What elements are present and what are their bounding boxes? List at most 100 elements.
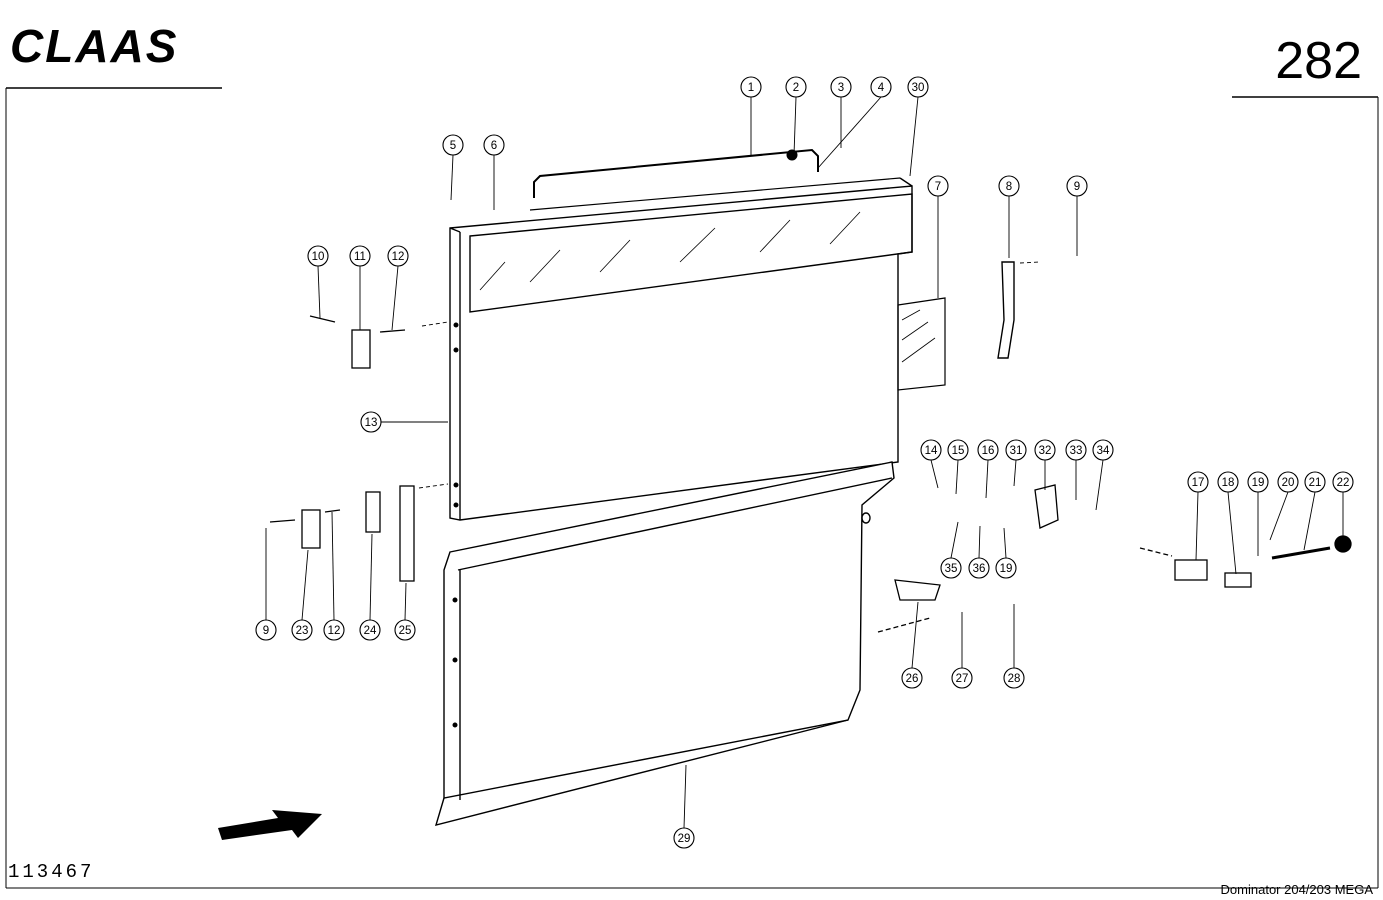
callout-31: 31	[1005, 439, 1027, 461]
callout-circle	[1187, 471, 1209, 493]
window-glass-hatch	[479, 211, 861, 291]
callout-14: 14	[920, 439, 942, 461]
callout-label: 13	[365, 417, 378, 429]
callout-29: 29	[673, 827, 695, 849]
callout-label: 17	[1192, 477, 1205, 489]
callout-circle	[349, 245, 371, 267]
callout-label: 12	[392, 251, 405, 263]
callout-12: 12	[323, 619, 345, 641]
latch-parts	[877, 484, 1352, 633]
callout-35: 35	[940, 557, 962, 579]
callout-22: 22	[1332, 471, 1354, 493]
callout-label: 4	[878, 82, 885, 94]
callout-circle	[901, 667, 923, 689]
callout-circle	[1092, 439, 1114, 461]
callout-34: 34	[1092, 439, 1114, 461]
callout-8: 8	[998, 175, 1020, 197]
callout-label: 24	[364, 625, 377, 637]
callout-circle	[995, 557, 1017, 579]
callout-circle	[1277, 471, 1299, 493]
callout-25: 25	[394, 619, 416, 641]
callout-label: 11	[354, 251, 366, 263]
callout-circle	[387, 245, 409, 267]
callout-9: 9	[1066, 175, 1088, 197]
callout-12: 12	[387, 245, 409, 267]
callout-label: 32	[1039, 445, 1052, 457]
callout-label: 10	[312, 251, 325, 263]
callout-label: 19	[1252, 477, 1265, 489]
callout-32: 32	[1034, 439, 1056, 461]
callout-circle	[830, 76, 852, 98]
callout-circle	[1304, 471, 1326, 493]
callout-10: 10	[307, 245, 329, 267]
callout-circle	[394, 619, 416, 641]
callout-circle	[907, 76, 929, 98]
callout-circle	[1332, 471, 1354, 493]
callout-circle	[1005, 439, 1027, 461]
direction-arrow-icon	[218, 810, 322, 840]
callout-circle	[291, 619, 313, 641]
callout-label: 9	[263, 625, 269, 637]
callout-circle	[998, 175, 1020, 197]
callout-label: 28	[1008, 673, 1021, 685]
callout-13: 13	[360, 411, 382, 433]
callout-circle	[360, 411, 382, 433]
callout-circle	[673, 827, 695, 849]
callout-circle	[1003, 667, 1025, 689]
callout-label: 25	[399, 625, 412, 637]
callout-label: 31	[1010, 445, 1023, 457]
upper-door-panel	[449, 177, 913, 521]
callout-label: 14	[925, 445, 938, 457]
page-frame	[5, 87, 1379, 889]
callout-2: 2	[785, 76, 807, 98]
callout-30: 30	[907, 76, 929, 98]
callout-circle	[1247, 471, 1269, 493]
page-number: 282	[1275, 32, 1362, 90]
handle-rod	[533, 148, 819, 198]
callout-label: 1	[748, 82, 754, 94]
callout-circle	[442, 134, 464, 156]
callout-circle	[785, 76, 807, 98]
callout-label: 19	[1000, 563, 1013, 575]
callout-circle	[1034, 439, 1056, 461]
callout-36: 36	[968, 557, 990, 579]
callout-circle	[870, 76, 892, 98]
callout-label: 2	[793, 82, 799, 94]
callout-label: 33	[1070, 445, 1083, 457]
callout-circle	[1065, 439, 1087, 461]
callout-label: 34	[1097, 445, 1110, 457]
callout-20: 20	[1277, 471, 1299, 493]
callout-label: 16	[982, 445, 995, 457]
model-name: Dominator 204/203 MEGA	[1221, 882, 1374, 897]
callout-label: 12	[328, 625, 341, 637]
callout-5: 5	[442, 134, 464, 156]
callout-circle	[740, 76, 762, 98]
callout-circle	[1217, 471, 1239, 493]
callout-label: 9	[1074, 181, 1080, 193]
callout-16: 16	[977, 439, 999, 461]
callout-label: 15	[952, 445, 965, 457]
callout-circle	[947, 439, 969, 461]
callout-label: 22	[1337, 477, 1350, 489]
callout-circle	[307, 245, 329, 267]
callout-label: 26	[906, 673, 919, 685]
callout-label: 8	[1006, 181, 1012, 193]
callout-6: 6	[483, 134, 505, 156]
callout-label: 29	[678, 833, 691, 845]
callout-circle	[323, 619, 345, 641]
drawing-number: 113467	[8, 861, 94, 883]
callout-3: 3	[830, 76, 852, 98]
callout-circle	[1066, 175, 1088, 197]
callout-17: 17	[1187, 471, 1209, 493]
callout-circle	[359, 619, 381, 641]
callout-label: 5	[450, 140, 456, 152]
callout-23: 23	[291, 619, 313, 641]
side-glass-part	[897, 297, 946, 391]
callout-circle	[977, 439, 999, 461]
callout-21: 21	[1304, 471, 1326, 493]
callout-circle	[255, 619, 277, 641]
callout-label: 23	[296, 625, 309, 637]
hinge-parts	[269, 315, 415, 582]
callout-27: 27	[951, 667, 973, 689]
